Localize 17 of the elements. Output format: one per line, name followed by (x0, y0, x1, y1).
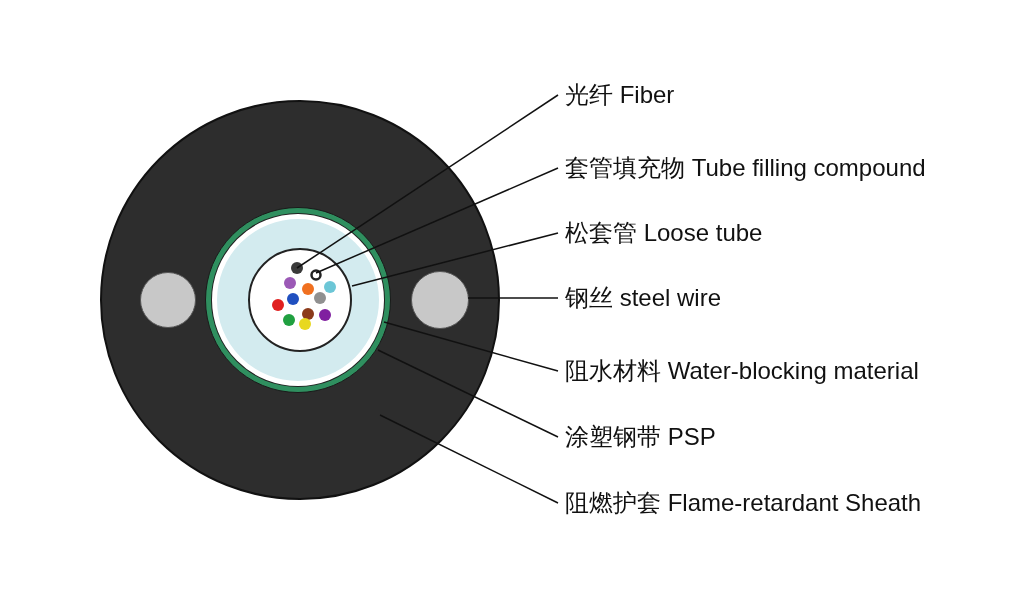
leader-line (379, 414, 559, 504)
steel-wire (411, 271, 469, 329)
part-label: 钢丝 steel wire (565, 283, 722, 313)
leader-line (315, 167, 559, 274)
leader-line (383, 321, 559, 372)
part-label: 松套管 Loose tube (565, 218, 763, 248)
optical-fiber (291, 262, 303, 274)
part-label: 阻燃护套 Flame-retardant Sheath (565, 488, 922, 518)
leader-line (296, 94, 559, 269)
part-label: 阻水材料 Water-blocking material (565, 356, 919, 386)
leader-line (467, 297, 559, 299)
part-label: 套管填充物 Tube filling compound (565, 153, 926, 183)
leader-line (377, 349, 559, 438)
leader-line (351, 232, 559, 287)
steel-wire (140, 272, 196, 328)
part-label: 光纤 Fiber (565, 80, 675, 110)
part-label: 涂塑钢带 PSP (565, 422, 716, 452)
